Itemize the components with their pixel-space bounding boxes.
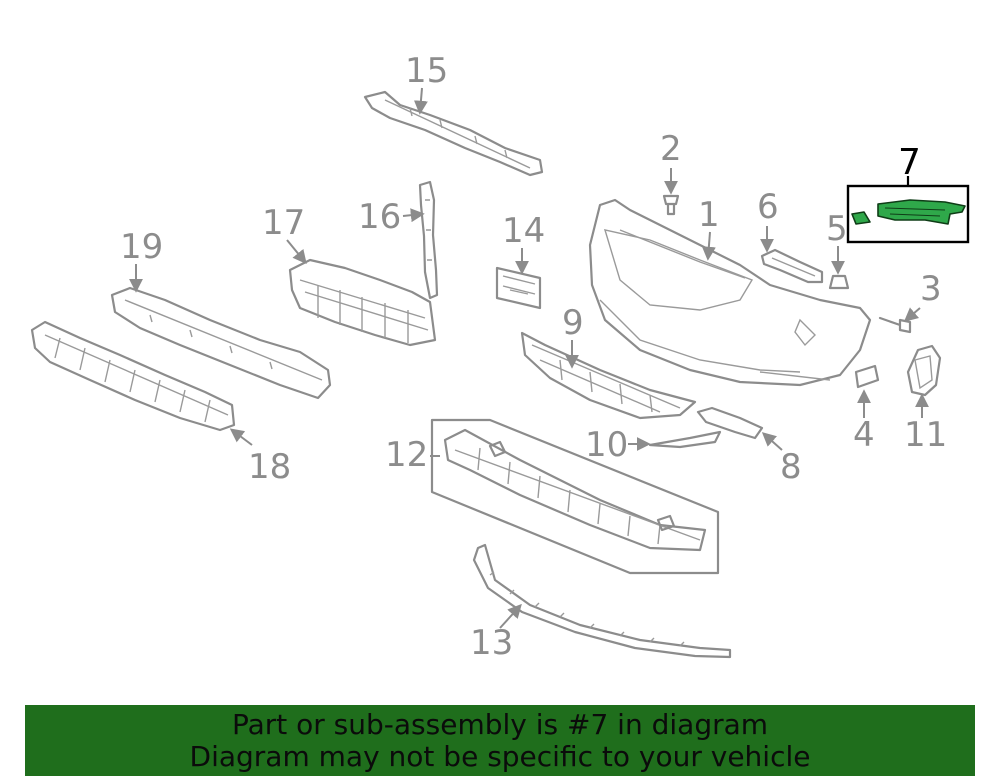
callout-10: 10 — [585, 425, 628, 465]
callout-12: 12 — [385, 435, 428, 475]
part-15-upper-bracket — [363, 90, 544, 177]
part-3-screw — [878, 316, 912, 334]
part-2-fastener — [662, 194, 680, 216]
callout-1: 1 — [698, 195, 720, 235]
callout-16: 16 — [358, 197, 401, 237]
part-1-bumper-cover — [588, 198, 872, 387]
part-13-lower-lip — [472, 543, 732, 659]
part-9-lower-grille — [520, 331, 697, 420]
callout-15: 15 — [405, 51, 448, 91]
part-18-energy-absorber — [30, 320, 236, 432]
part-4-cover — [854, 364, 880, 389]
callout-2: 2 — [660, 129, 682, 169]
leader-13 — [499, 603, 522, 629]
part-10-trim-strip — [648, 430, 722, 449]
part-7-highlighted-bracket[interactable] — [851, 199, 966, 225]
part-5-clip — [828, 274, 850, 290]
banner-line-1: Part or sub-assembly is #7 in diagram — [231, 708, 769, 741]
callout-14: 14 — [502, 211, 545, 251]
callout-9: 9 — [562, 303, 584, 343]
callout-18: 18 — [248, 447, 291, 487]
callout-7: 7 — [898, 142, 921, 183]
part-6-side-bracket — [760, 248, 824, 284]
callout-5: 5 — [826, 209, 848, 249]
info-banner: Part or sub-assembly is #7 in diagram Di… — [25, 705, 975, 776]
leader-3 — [903, 307, 921, 322]
leader-17 — [286, 239, 307, 265]
leader-15 — [413, 87, 428, 115]
leader-8 — [761, 432, 783, 451]
callout-8: 8 — [780, 447, 802, 487]
part-8-lower-bracket — [696, 406, 764, 440]
part-14-license-bracket — [495, 266, 542, 310]
callout-4: 4 — [853, 415, 875, 455]
part-12-lower-valance — [430, 418, 720, 575]
parts-diagram: 15 16 17 19 18 14 2 1 — [30, 51, 970, 663]
part-16-vertical-bracket — [418, 180, 439, 300]
banner-line-2: Diagram may not be specific to your vehi… — [189, 740, 811, 773]
callout-13: 13 — [470, 623, 513, 663]
part-19-impact-bar — [110, 286, 332, 400]
callout-3: 3 — [920, 269, 942, 309]
part-17-grille-frame — [288, 258, 437, 347]
leader-16 — [402, 208, 425, 223]
callout-17: 17 — [262, 203, 305, 243]
leader-1 — [701, 231, 716, 261]
part-11-fog-bezel — [906, 344, 942, 397]
callout-11: 11 — [904, 415, 947, 455]
callout-6: 6 — [757, 187, 779, 227]
leader-18 — [229, 428, 253, 446]
callout-19: 19 — [120, 227, 163, 267]
